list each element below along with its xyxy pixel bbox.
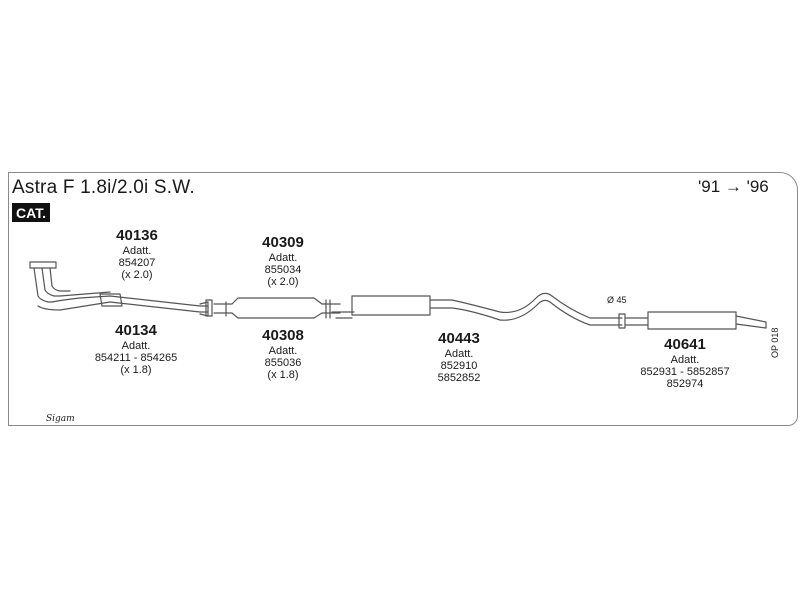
catalytic-converter-shape — [213, 297, 341, 319]
rear-silencer-shape — [625, 311, 767, 330]
pipe-diameter-note: Ø 45 — [607, 295, 627, 305]
part-label-40308: 40308 Adatt. 855036 (x 1.8) — [262, 327, 304, 381]
diagram-reference: OP 018 — [770, 327, 780, 358]
clamp-2 — [618, 313, 626, 329]
brand-logo-text: Sigam — [46, 414, 75, 424]
part-label-40136: 40136 Adatt. 854207 (x 2.0) — [116, 227, 158, 281]
front-pipe-shape — [29, 261, 209, 317]
cat-badge: CAT. — [12, 203, 51, 222]
year-range: '91 → '96 — [698, 177, 769, 196]
part-label-40641: 40641 Adatt. 852931 - 5852857 852974 — [640, 336, 730, 390]
part-label-40134: 40134 Adatt. 854211 - 854265 (x 1.8) — [94, 322, 178, 376]
part-label-40443: 40443 Adatt. 852910 5852852 — [437, 330, 481, 384]
vehicle-title: Astra F 1.8i/2.0i S.W. — [12, 177, 195, 198]
middle-silencer-shape — [331, 292, 623, 326]
part-label-40309: 40309 Adatt. 855034 (x 2.0) — [262, 234, 304, 288]
clamp-1 — [205, 299, 213, 317]
